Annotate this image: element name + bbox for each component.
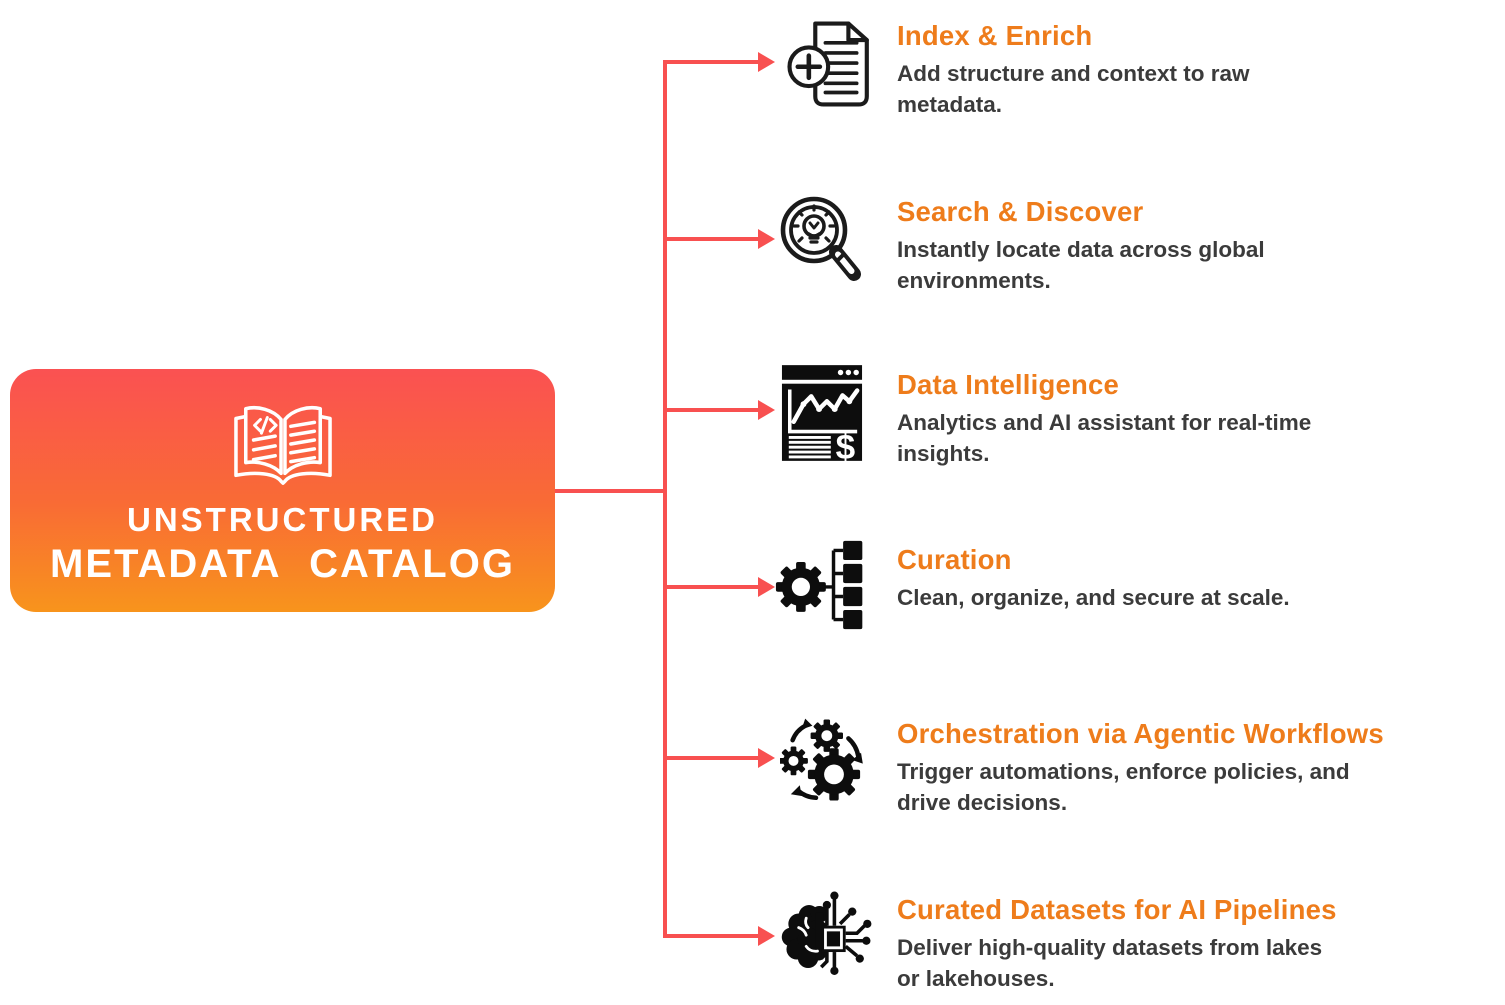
feature-heading: Search & Discover (897, 196, 1144, 227)
feature-heading: Index & Enrich (897, 20, 1093, 51)
search-lightbulb-icon (768, 190, 872, 295)
unstructured-metadata-catalog-box: UNSTRUCTURED METADATA CATALOG (10, 369, 555, 612)
connector-root-line (553, 489, 665, 493)
connector-branch-line (663, 60, 760, 64)
feature-item: Data Intelligence Analytics and AI assis… (897, 369, 1311, 469)
arrow-icon (758, 229, 775, 249)
arrow-icon (758, 52, 775, 72)
feature-item: Curation Clean, organize, and secure at … (897, 544, 1290, 614)
feature-body: Add structure and context to raw metadat… (897, 61, 1250, 117)
document-plus-icon (784, 16, 876, 117)
arrow-icon (758, 577, 775, 597)
connector-branch-line (663, 756, 760, 760)
arrow-icon (758, 748, 775, 768)
feature-item: Orchestration via Agentic Workflows Trig… (897, 718, 1384, 818)
svg-text:$: $ (836, 428, 856, 464)
connector-branch-line (663, 585, 760, 589)
brain-circuit-icon (778, 888, 872, 991)
feature-body: Trigger automations, enforce policies, a… (897, 759, 1350, 815)
feature-body: Clean, organize, and secure at scale. (897, 585, 1290, 610)
feature-heading: Orchestration via Agentic Workflows (897, 718, 1384, 749)
connector-trunk-line (663, 60, 667, 938)
analytics-report-icon: $ (780, 362, 864, 469)
feature-heading: Curation (897, 544, 1012, 575)
feature-heading: Curated Datasets for AI Pipelines (897, 894, 1337, 925)
feature-body: Analytics and AI assistant for real-time… (897, 410, 1312, 466)
feature-item: Index & Enrich Add structure and context… (897, 20, 1250, 120)
connector-branch-line (663, 934, 760, 938)
arrow-icon (758, 400, 775, 420)
feature-body: Instantly locate data across global envi… (897, 237, 1265, 293)
open-book-code-icon (233, 405, 332, 485)
feature-item: Search & Discover Instantly locate data … (897, 196, 1265, 296)
arrow-icon (758, 926, 775, 946)
connector-branch-line (663, 408, 760, 412)
source-title-line1: UNSTRUCTURED (127, 501, 438, 538)
source-title-line2: METADATA CATALOG (50, 541, 515, 586)
feature-heading: Data Intelligence (897, 369, 1119, 400)
gear-hierarchy-icon (774, 536, 870, 639)
feature-item: Curated Datasets for AI Pipelines Delive… (897, 894, 1337, 994)
feature-body: Deliver high-quality datasets from lakes… (897, 935, 1323, 991)
gears-cycle-icon (779, 710, 870, 815)
connector-branch-line (663, 237, 760, 241)
